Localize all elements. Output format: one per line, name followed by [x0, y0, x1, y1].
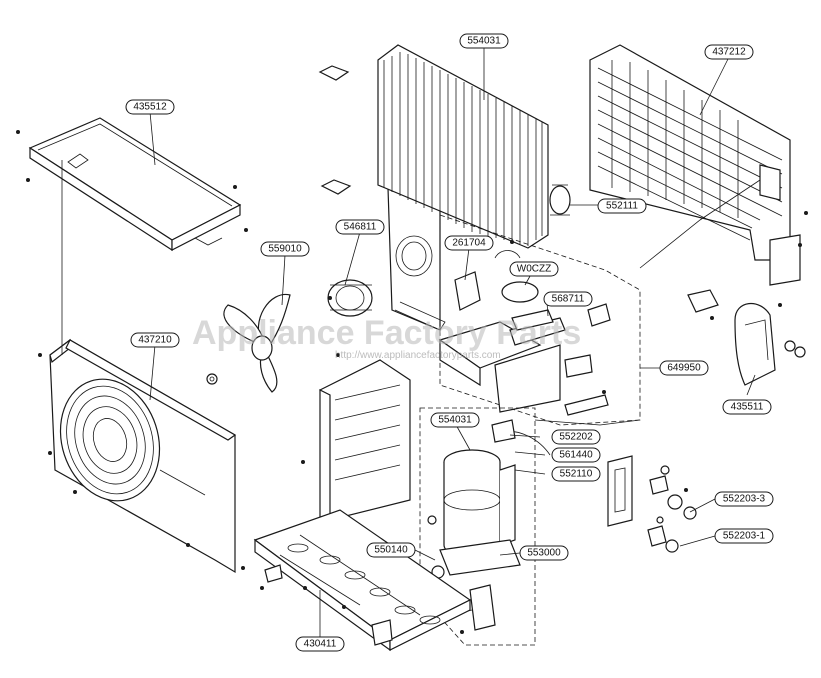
valve-bracket-small: [687, 289, 719, 320]
svg-text:W0CZZ: W0CZZ: [517, 264, 551, 275]
svg-text:550140: 550140: [374, 545, 408, 556]
svg-text:649950: 649950: [667, 363, 701, 374]
part-label-437212: 437212: [704, 44, 754, 60]
condenser-coil: [318, 44, 571, 249]
svg-text:552203-1: 552203-1: [723, 531, 766, 542]
part-label-552203-3: 552203-3: [714, 491, 774, 507]
part-label-559010: 559010: [260, 241, 310, 257]
watermark-text: Appliance Factory Parts: [192, 314, 581, 352]
part-label-550140: 550140: [366, 542, 416, 558]
front-cabinet-panel: [38, 160, 245, 574]
part-label-554031-top: 554031: [459, 33, 509, 49]
part-label-552203-1: 552203-1: [714, 528, 774, 544]
svg-text:559010: 559010: [268, 244, 302, 255]
compressor-assembly: [419, 407, 536, 646]
part-label-552202: 552202: [551, 429, 601, 445]
svg-text:552111: 552111: [606, 201, 638, 212]
part-label-553000: 553000: [519, 545, 569, 561]
part-label-552110: 552110: [551, 466, 601, 482]
part-label-561440: 561440: [551, 447, 601, 463]
svg-text:437212: 437212: [712, 47, 746, 58]
svg-text:430411: 430411: [304, 639, 337, 650]
part-label-649950: 649950: [659, 360, 709, 376]
top-cover-panel: [16, 117, 248, 252]
rear-guard-panel: [589, 44, 808, 286]
svg-text:568711: 568711: [552, 294, 585, 305]
fan-blade: [206, 293, 291, 393]
watermark: Appliance Factory Parts http://www.appli…: [192, 314, 581, 361]
control-box-assembly: [438, 214, 641, 426]
part-label-554031-mid: 554031: [430, 412, 480, 428]
watermark-url: http://www.appliancefactoryparts.com: [335, 350, 501, 361]
partition-panel: [301, 353, 411, 526]
svg-text:435512: 435512: [133, 102, 167, 113]
svg-text:546811: 546811: [344, 222, 377, 233]
part-labels: 554031 437212 435512 552111 559010 54681…: [125, 33, 774, 652]
svg-text:552110: 552110: [560, 469, 593, 480]
svg-text:435511: 435511: [731, 402, 764, 413]
svg-text:552203-3: 552203-3: [723, 494, 766, 505]
part-label-568711: 568711: [543, 291, 593, 307]
part-label-546811: 546811: [335, 219, 385, 235]
part-label-435512: 435512: [125, 99, 175, 115]
service-valve-cover: [734, 302, 806, 386]
svg-text:552202: 552202: [559, 432, 593, 443]
part-label-437210: 437210: [130, 332, 180, 348]
base-pan: [253, 509, 472, 652]
part-label-435511: 435511: [722, 399, 772, 415]
svg-text:561440: 561440: [559, 450, 593, 461]
svg-text:554031: 554031: [467, 36, 501, 47]
part-label-261704: 261704: [444, 235, 494, 251]
part-label-552111: 552111: [597, 198, 647, 214]
svg-text:437210: 437210: [138, 335, 172, 346]
part-label-430411: 430411: [295, 636, 345, 652]
part-label-w0czz: W0CZZ: [509, 261, 559, 277]
svg-text:261704: 261704: [452, 238, 486, 249]
svg-text:554031: 554031: [438, 415, 472, 426]
svg-text:553000: 553000: [527, 548, 561, 559]
fan-motor: [327, 279, 373, 317]
service-valves-group: [491, 419, 697, 553]
